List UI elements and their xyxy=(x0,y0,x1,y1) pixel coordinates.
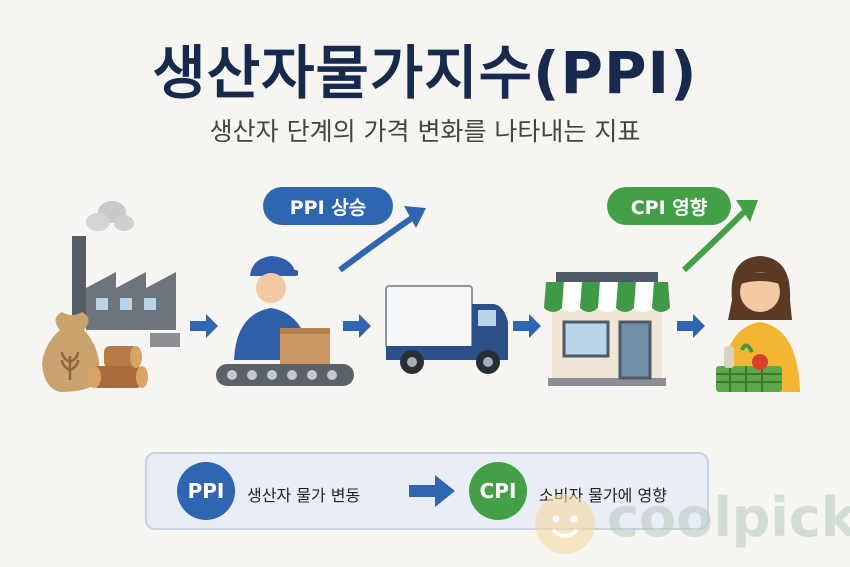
store-awning xyxy=(544,282,670,312)
factory-icon xyxy=(72,201,180,347)
watermark-text: coolpick xyxy=(607,486,850,549)
flow-arrow-3 xyxy=(513,314,541,338)
ppi-rise-badge: PPI 상승 xyxy=(263,187,393,225)
worker-icon xyxy=(216,256,354,386)
ppi-description: 생산자 물가 변동 xyxy=(247,486,361,505)
logs-icon xyxy=(87,346,148,388)
page-subtitle: 생산자 단계의 가격 변화를 나타내는 지표 xyxy=(209,117,641,146)
flow-arrow-4 xyxy=(677,314,705,338)
cpi-trend-arrow xyxy=(681,200,758,273)
cpi-circle: CPI xyxy=(469,462,527,520)
grain-sack-icon xyxy=(42,312,100,392)
cpi-effect-badge: CPI 영향 xyxy=(607,187,731,225)
flow-arrow-1 xyxy=(190,314,218,338)
page-title: 생산자물가지수(PPI) xyxy=(152,39,698,107)
flow-arrows xyxy=(190,314,705,338)
legend-arrow-icon xyxy=(409,475,455,507)
watermark-smiley-icon xyxy=(535,494,595,554)
truck-icon xyxy=(385,285,508,374)
store-icon xyxy=(544,272,670,386)
ppi-circle: PPI xyxy=(177,462,235,520)
flow-arrow-2 xyxy=(343,314,371,338)
ppi-trend-arrow xyxy=(338,206,426,273)
consumer-icon xyxy=(716,256,800,392)
legend-box: PPI 생산자 물가 변동 CPI 소비자 물가에 영향 xyxy=(145,452,709,530)
